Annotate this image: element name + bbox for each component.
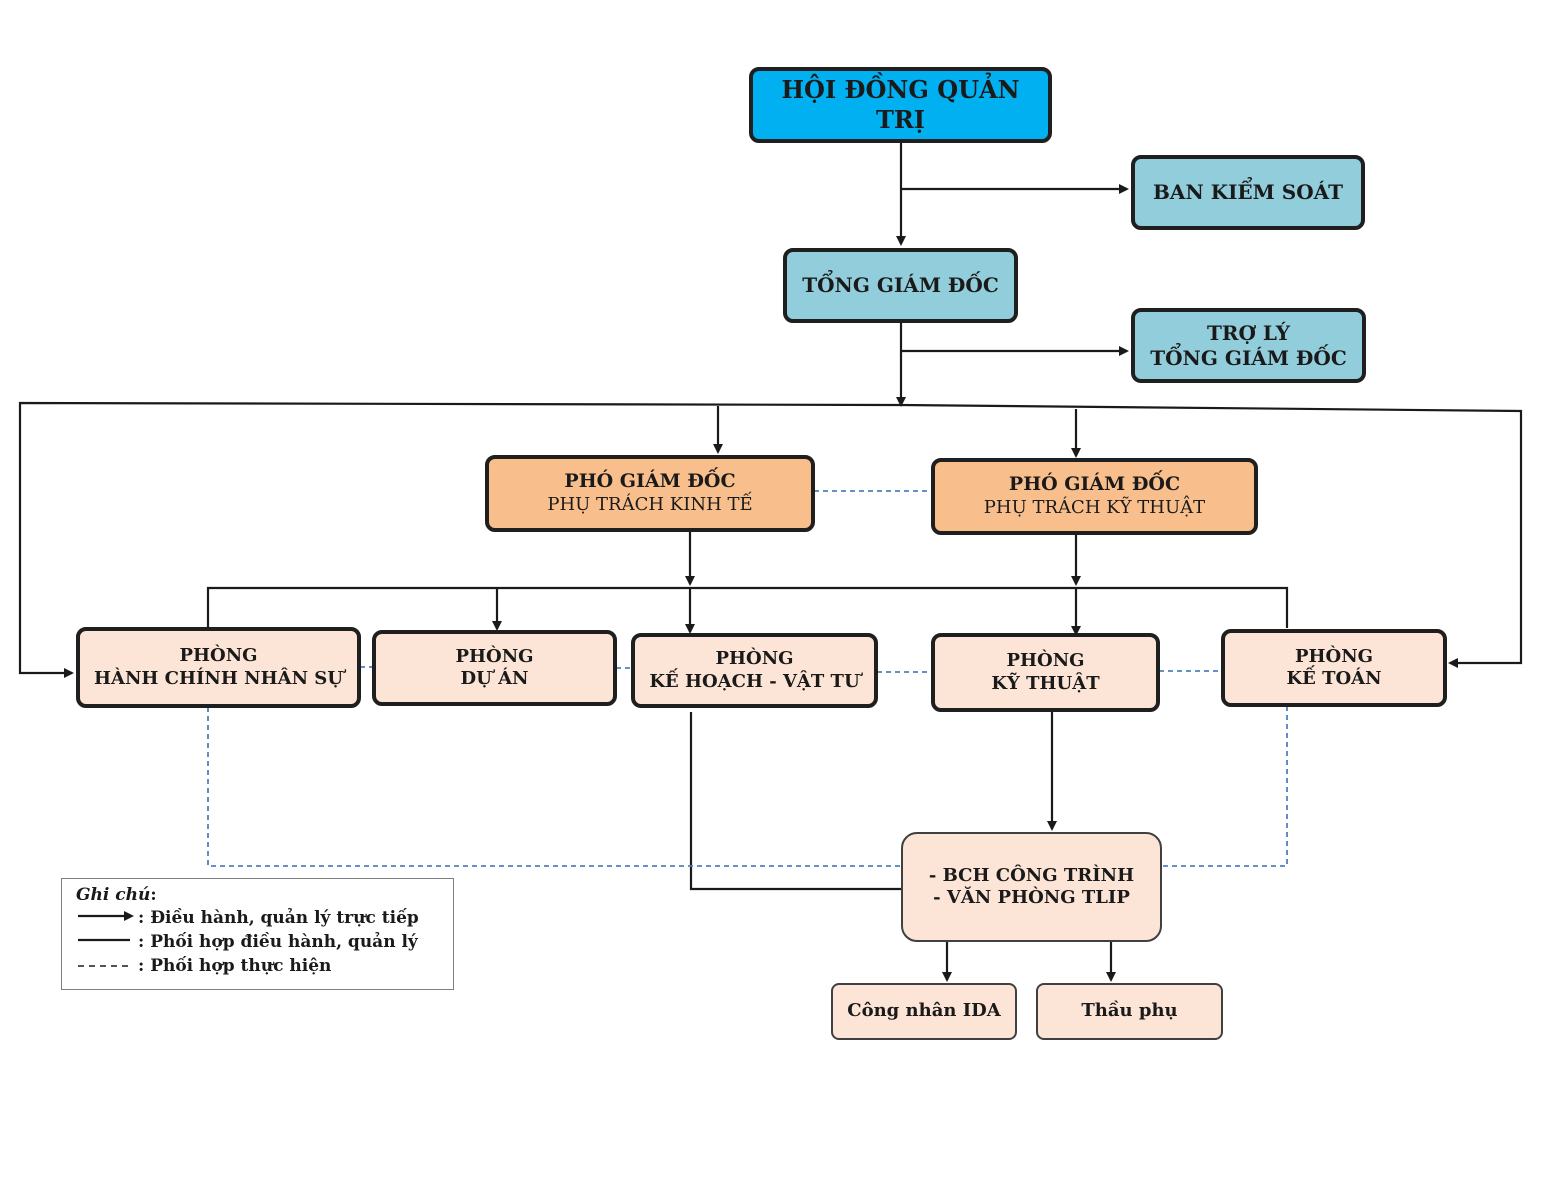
board-of-directors-box: HỘI ĐỒNG QUẢN TRỊ (749, 67, 1052, 143)
dept-hr-box: PHÒNG HÀNH CHÍNH NHÂN SỰ (76, 627, 361, 708)
line-main-bus-left (18, 401, 902, 678)
dept-project-label-2: DỰ ÁN (460, 668, 529, 689)
dept-hr-label-2: HÀNH CHÍNH NHÂN SỰ (93, 667, 344, 689)
dept-accounting-label-2: KẾ TOÁN (1286, 668, 1382, 689)
subcontractors-label: Thầu phụ (1081, 1000, 1178, 1022)
dept-accounting-box: PHÒNG KẾ TOÁN (1221, 629, 1447, 707)
ceo-box: TỔNG GIÁM ĐỐC (783, 248, 1018, 323)
dept-accounting-label-1: PHÒNG (1294, 645, 1374, 667)
site-office-box: - BCH CÔNG TRÌNH - VĂN PHÒNG TLIP (901, 832, 1162, 942)
legend-box: Ghi chú: : Điều hành, quản lý trực tiếp … (61, 878, 454, 990)
subcontractors-box: Thầu phụ (1036, 983, 1223, 1040)
legend-implement-label: : Phối hợp thực hiện (138, 956, 332, 976)
ceo-assistant-label-1: TRỢ LÝ (1207, 320, 1290, 345)
dept-project-box: PHÒNG DỰ ÁN (372, 630, 617, 706)
legend-title-text: Ghi chú (76, 885, 151, 905)
workers-box: Công nhân IDA (831, 983, 1017, 1040)
site-office-label-2: - VĂN PHÒNG TLIP (933, 887, 1130, 908)
workers-label: Công nhân IDA (847, 1000, 1001, 1022)
deputy-economics-subtitle: PHỤ TRÁCH KINH TẾ (547, 494, 753, 516)
legend-row-implement: : Phối hợp thực hiện (76, 954, 453, 978)
ceo-assistant-label-2: TỔNG GIÁM ĐỐC (1150, 345, 1347, 370)
deputy-technical-subtitle: PHỤ TRÁCH KỸ THUẬT (983, 497, 1206, 519)
legend-solid-line-icon (76, 930, 138, 954)
deputy-technical-box: PHÓ GIÁM ĐỐC PHỤ TRÁCH KỸ THUẬT (931, 458, 1258, 535)
dept-technical-label-2: KỸ THUẬT (991, 672, 1100, 694)
dept-project-label-1: PHÒNG (455, 645, 534, 667)
line-planning-to-site (689, 712, 902, 891)
supervisory-board-label: BAN KIỂM SOÁT (1153, 180, 1343, 204)
dept-planning-label-1: PHÒNG (715, 648, 794, 669)
dept-hr-label-1: PHÒNG (179, 645, 258, 666)
deputy-technical-title: PHÓ GIÁM ĐỐC (1008, 473, 1181, 496)
dept-technical-box: PHÒNG KỸ THUẬT (931, 633, 1160, 712)
dash-hr-to-site (207, 707, 902, 867)
dash-accounting-to-site (1161, 706, 1288, 867)
legend-title: Ghi chú: (76, 885, 453, 905)
legend-row-coordinate: : Phối hợp điều hành, quản lý (76, 930, 453, 954)
dept-technical-label-1: PHÒNG (1006, 650, 1085, 671)
deputy-economics-box: PHÓ GIÁM ĐỐC PHỤ TRÁCH KINH TẾ (485, 455, 815, 532)
supervisory-board-box: BAN KIỂM SOÁT (1131, 155, 1365, 230)
legend-dashed-line-icon (76, 954, 138, 978)
legend-direct-label: : Điều hành, quản lý trực tiếp (138, 908, 419, 928)
ceo-label: TỔNG GIÁM ĐỐC (802, 273, 999, 297)
legend-title-colon: : (150, 885, 157, 905)
legend-coordinate-label: : Phối hợp điều hành, quản lý (138, 932, 418, 952)
legend-arrow-icon (76, 906, 138, 930)
dept-planning-label-2: KẾ HOẠCH - VẬT TƯ (649, 670, 860, 692)
dept-planning-box: PHÒNG KẾ HOẠCH - VẬT TƯ (631, 633, 878, 708)
deputy-economics-title: PHÓ GIÁM ĐỐC (564, 470, 736, 493)
line-main-bus-right (900, 403, 1523, 668)
site-office-label-1: - BCH CÔNG TRÌNH (928, 864, 1135, 886)
board-of-directors-label: HỘI ĐỒNG QUẢN TRỊ (781, 75, 1020, 134)
ceo-assistant-box: TRỢ LÝ TỔNG GIÁM ĐỐC (1131, 308, 1366, 383)
legend-row-direct: : Điều hành, quản lý trực tiếp (76, 906, 453, 930)
line-dept-bus (206, 586, 1289, 628)
